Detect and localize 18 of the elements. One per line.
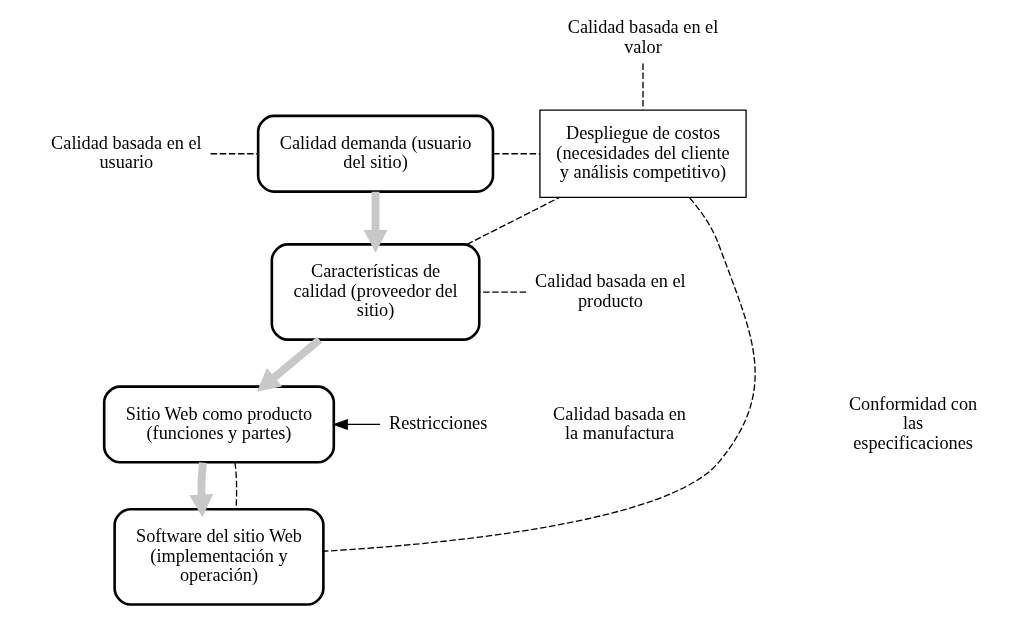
connector [323,197,756,552]
node-text: Calidad basada en el valor [567,17,719,57]
connector [492,153,541,155]
node-box: Despliegue de costos (necesidades del cliente y análisis competitivo) [539,109,747,199]
arrow [256,336,322,392]
connector [466,196,560,245]
connector [642,62,644,111]
node-text: Calidad basada en el producto [535,271,686,311]
node-box: Calidad demanda (usuario del sitio) [256,114,495,193]
label: Conformidad con las especificaciones [848,393,978,453]
connector [209,153,259,155]
node-text: Calidad basada en el usuario [51,132,202,173]
node-box: Sitio Web como producto (funciones y partes) [102,385,336,464]
label: Calidad basada en la manufactura [553,403,686,444]
node-text: Restricciones [389,413,488,434]
node-box: Características de calidad (proveedor del sitio) [270,243,481,341]
arrow [332,418,381,430]
node-box: Software del sitio Web (implementación y operación) [113,507,325,606]
